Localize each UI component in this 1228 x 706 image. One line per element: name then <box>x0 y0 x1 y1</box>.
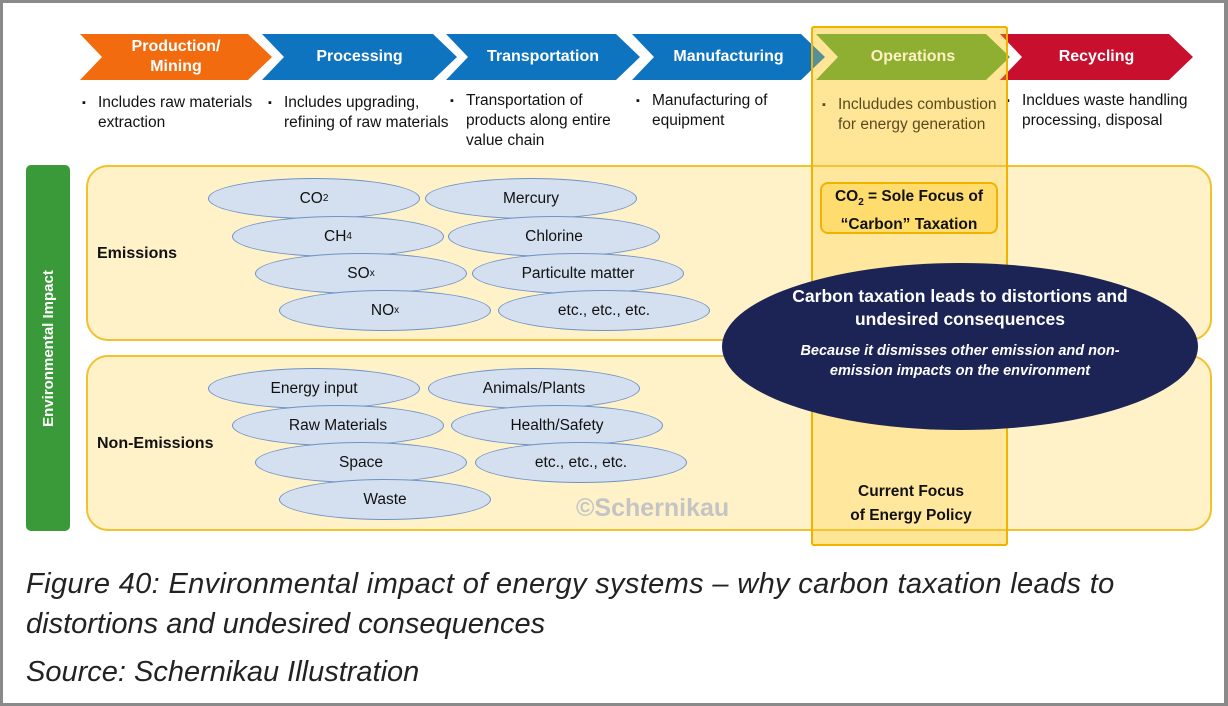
stage-description: Includes raw materials extraction <box>80 93 265 133</box>
co2-text: CO <box>834 188 859 205</box>
stage-description: Includudes combustion for energy generat… <box>820 95 1005 135</box>
watermark: ©Schernikau <box>576 494 730 522</box>
emission-subscript: x <box>369 268 375 279</box>
stage-arrow-production-mining: Production/ Mining <box>80 34 272 80</box>
non-emission-item: Waste <box>279 479 491 520</box>
stage-label: Transportation <box>486 48 599 65</box>
stage-label: Recycling <box>1058 48 1135 65</box>
caption-line2: distortions and undesired consequences <box>26 608 546 640</box>
emission-item: Mercury <box>425 178 637 219</box>
caption-line1: Figure 40: Environmental impact of energ… <box>26 568 1115 600</box>
stage-arrow-transportation: Transportation <box>446 34 640 80</box>
stage-arrow-processing: Processing <box>262 34 457 80</box>
current-focus-label: Current Focus of Energy Policy <box>811 480 1011 528</box>
non-emission-item: Space <box>255 442 467 483</box>
co2-box-line1: = Sole Focus of <box>863 188 984 205</box>
non-emission-item: Raw Materials <box>232 405 444 446</box>
caption-source: Source: Schernikau Illustration <box>26 656 420 688</box>
stage-label: Operations <box>870 48 956 65</box>
non-emission-item: Animals/Plants <box>428 368 640 409</box>
co2-box-line2: “Carbon” Taxation <box>840 216 978 234</box>
emission-subscript: 2 <box>322 193 329 204</box>
callout-body: Because it dismisses other emission and … <box>800 343 1120 379</box>
emission-name: Mercury <box>503 189 559 207</box>
emission-item: Chlorine <box>448 216 660 257</box>
stage-description: Manufacturing of equipment <box>634 91 819 131</box>
current-focus-line1: Current Focus <box>858 483 964 500</box>
non-emission-item: Energy input <box>208 368 420 409</box>
current-focus-line2: of Energy Policy <box>850 507 972 524</box>
stage-arrow-operations: Operations <box>816 34 1010 80</box>
callout-ellipse: Carbon taxation leads to distortions and… <box>722 263 1198 430</box>
non-emission-item: etc., etc., etc. <box>475 442 687 483</box>
emission-name: Chlorine <box>525 227 583 245</box>
co2-subscript: 2 <box>858 197 864 209</box>
non-emissions-label: Non-Emissions <box>97 435 214 452</box>
emission-name: CO <box>299 189 323 207</box>
stage-description: Incldues waste handling processing, disp… <box>1004 91 1189 131</box>
emission-name: SO <box>347 264 370 282</box>
emission-name: CH <box>324 227 347 245</box>
stage-label: Processing <box>316 48 403 65</box>
non-emission-item: Health/Safety <box>451 405 663 446</box>
emission-subscript: x <box>394 305 400 316</box>
stage-description: Transportation of products along entire … <box>448 91 633 151</box>
stage-description: Includes upgrading, refining of raw mate… <box>266 93 451 133</box>
stage-label: Production/ Mining <box>131 38 221 75</box>
environmental-impact-bar: Environmental Impact <box>26 165 70 531</box>
emission-item: etc., etc., etc. <box>498 290 710 331</box>
co2-sole-focus-box: CO2 = Sole Focus of “Carbon” Taxation <box>820 182 998 234</box>
emission-name: Particulte matter <box>521 264 635 282</box>
callout-title: Carbon taxation leads to distortions and… <box>792 286 1128 329</box>
environmental-impact-label: Environmental Impact <box>39 269 57 427</box>
emission-item: Particulte matter <box>472 253 684 294</box>
emission-name: etc., etc., etc. <box>557 301 651 319</box>
emissions-label: Emissions <box>97 245 178 262</box>
stage-arrow-recycling: Recycling <box>1000 34 1193 80</box>
emission-name: NO <box>370 301 395 319</box>
emission-subscript: 4 <box>346 231 352 242</box>
stage-label: Manufacturing <box>673 48 784 65</box>
stage-arrow-manufacturing: Manufacturing <box>632 34 825 80</box>
